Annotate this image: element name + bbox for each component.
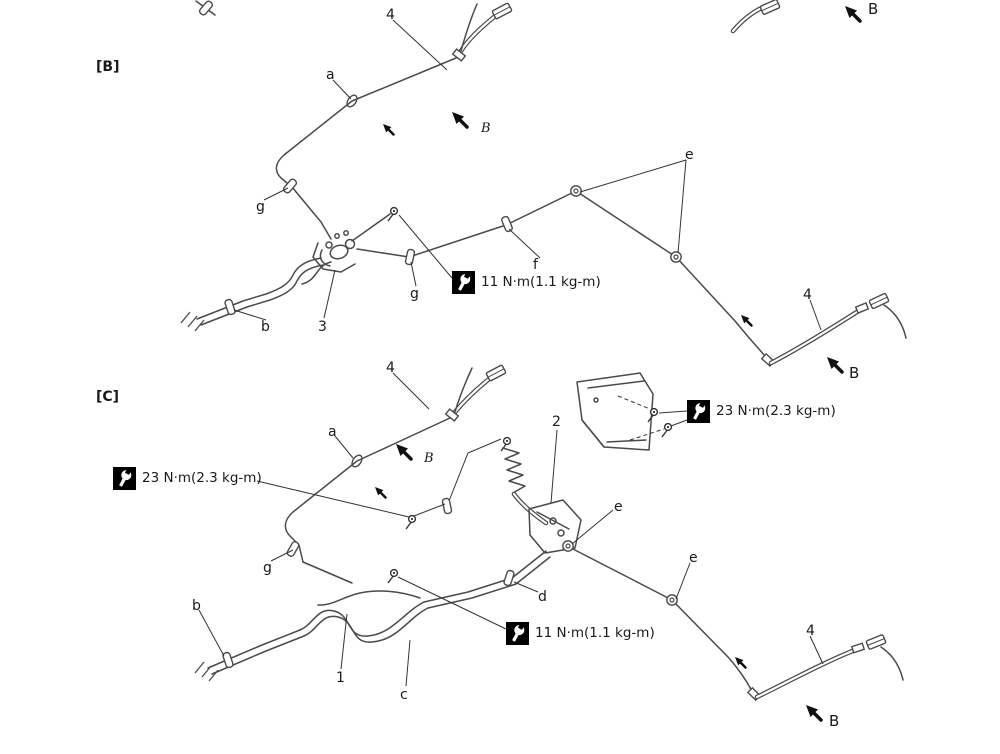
torque-value: 23 N·m(2.3 kg-m) [142,470,262,486]
section-b-pipes [180,0,907,367]
wrench-icon [687,400,710,423]
view-label-b-inner-b: B [481,121,491,136]
section-c-leader-lines [198,372,824,687]
section-label-b: [B] [96,59,120,75]
hose-bracket [759,0,781,16]
callout-part-4-top-c: 4 [386,360,395,376]
view-arrow-icon [373,485,387,499]
section-c-view-arrows [373,442,823,722]
view-arrow-icon [733,655,747,669]
view-arrow-icon [804,703,823,722]
master-cylinder-junction [312,230,356,273]
callout-part-4-top-b: 4 [386,7,395,23]
bracket-panel [576,372,654,451]
hose-fitting [855,302,869,314]
torque-callout-c-11nm: 11 N·m(1.1 kg-m) [506,622,655,645]
callout-part-4-right-b: 4 [803,287,812,303]
callout-joint-e-upper-c: e [614,499,623,515]
wrench-icon [506,622,529,645]
panel-bolt-23nm [661,422,673,438]
clip-b [221,651,235,669]
fitting-a-ring [346,94,358,108]
clip-g [285,540,301,558]
callout-clip-f-b: f [533,257,538,273]
fitting-a-ring [351,454,363,468]
callout-fitting-a-b: a [326,67,335,83]
torque-value: 11 N·m(1.1 kg-m) [535,625,655,641]
callout-part-3-b: 3 [318,319,327,335]
callout-part-2-c: 2 [552,414,561,430]
torque-callout-c-23nm-right: 23 N·m(2.3 kg-m) [687,400,836,423]
view-label-b-right-b: B [849,364,860,382]
callout-fitting-a-c: a [328,424,337,440]
section-b-leader-lines [233,19,822,331]
callout-part-4-right-c: 4 [806,623,815,639]
clip-b [223,298,237,316]
union-bolt-23nm [405,514,417,530]
joint-e-upper [562,540,574,552]
hose-clamp [441,497,453,515]
view-arrow-icon [825,355,844,374]
torque-callout-b-11nm: 11 N·m(1.1 kg-m) [452,271,601,294]
callout-clip-g-c: g [263,560,272,576]
torque-callout-c-23nm-left: 23 N·m(2.3 kg-m) [113,467,262,490]
joint-e-lower [666,594,678,606]
callout-clip-g-left-b: g [256,199,265,215]
clip-f [500,215,514,233]
view-label-b-right-c: B [829,712,840,730]
callout-joint-e-b: e [685,147,694,163]
view-label-b-inner-c: B [424,451,434,466]
view-arrow-icon [394,442,413,461]
section-label-c: [C] [96,389,120,405]
union-bolt-11nm [387,568,399,584]
hose-fitting [851,642,865,654]
torque-value: 11 N·m(1.1 kg-m) [481,274,601,290]
callout-clip-g-mid-b: g [410,286,419,302]
pipe-break-hatch [180,311,205,332]
callout-clip-d-c: d [538,589,547,605]
joint-e-2 [670,251,682,263]
junction-bracket [528,499,582,554]
view-arrow-icon [739,313,753,327]
section-c-pipes [194,364,904,701]
view-label-b-top-right: B [868,0,879,18]
wrench-icon [452,271,475,294]
section-b-view-arrows [381,4,862,374]
clip-g-mid [404,248,416,266]
wrench-icon [113,467,136,490]
callout-part-c-c: c [400,687,408,703]
joint-e-1 [570,185,582,197]
callout-clip-b-c: b [192,598,201,614]
pipe-clip [197,0,215,17]
clip-d [502,569,516,587]
panel-bolt-23nm [647,407,659,423]
view-arrow-icon [450,110,469,129]
callout-joint-e-lower-c: e [689,550,698,566]
hose-bracket [485,364,507,382]
callout-clip-b-b: b [261,319,270,335]
torque-value: 23 N·m(2.3 kg-m) [716,403,836,419]
hose-bracket [865,633,887,651]
view-arrow-icon [843,4,862,23]
view-arrow-icon [381,122,395,136]
callout-part-1-c: 1 [336,670,345,686]
hose-bracket [491,2,513,20]
